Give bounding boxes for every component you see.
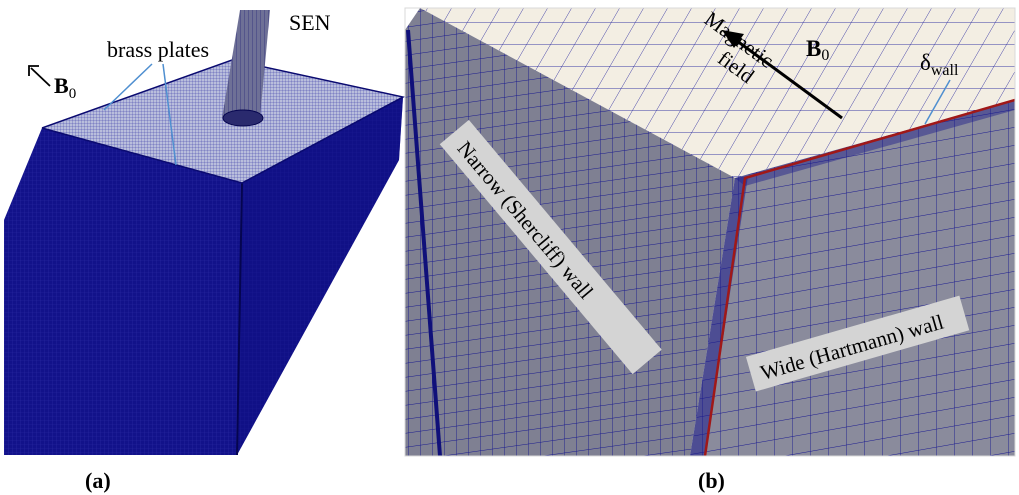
wall-layer-line [703,98,1015,456]
field-label-a: B0 [54,73,76,102]
sen-hole [222,109,264,127]
brass-leader-right [162,63,177,166]
field-arrow-a [28,65,51,87]
sen-tube [222,10,270,118]
field-sub-a: 0 [69,86,77,102]
brass-plates-label: brass plates [107,37,209,62]
panel-b-label: (b) [698,468,725,493]
delta-wall-label: δwall [920,50,959,79]
field-sub-b: 0 [821,47,829,64]
top-face-b [420,8,1015,178]
field-label-b: B0 [806,36,829,64]
slab-front-face [4,128,242,455]
panel-a-label: (a) [85,468,111,493]
field-arrow-b [722,30,843,120]
delta-leader [924,79,951,125]
sen-label: SEN [289,10,331,35]
panel-b: Magneticfield B0 δwall Narrow (Shercliff… [404,7,1016,493]
panel-a: SEN brass plates B0 (a) [4,10,406,493]
delta-sub: wall [931,62,959,79]
brass-leader-left [103,63,153,111]
